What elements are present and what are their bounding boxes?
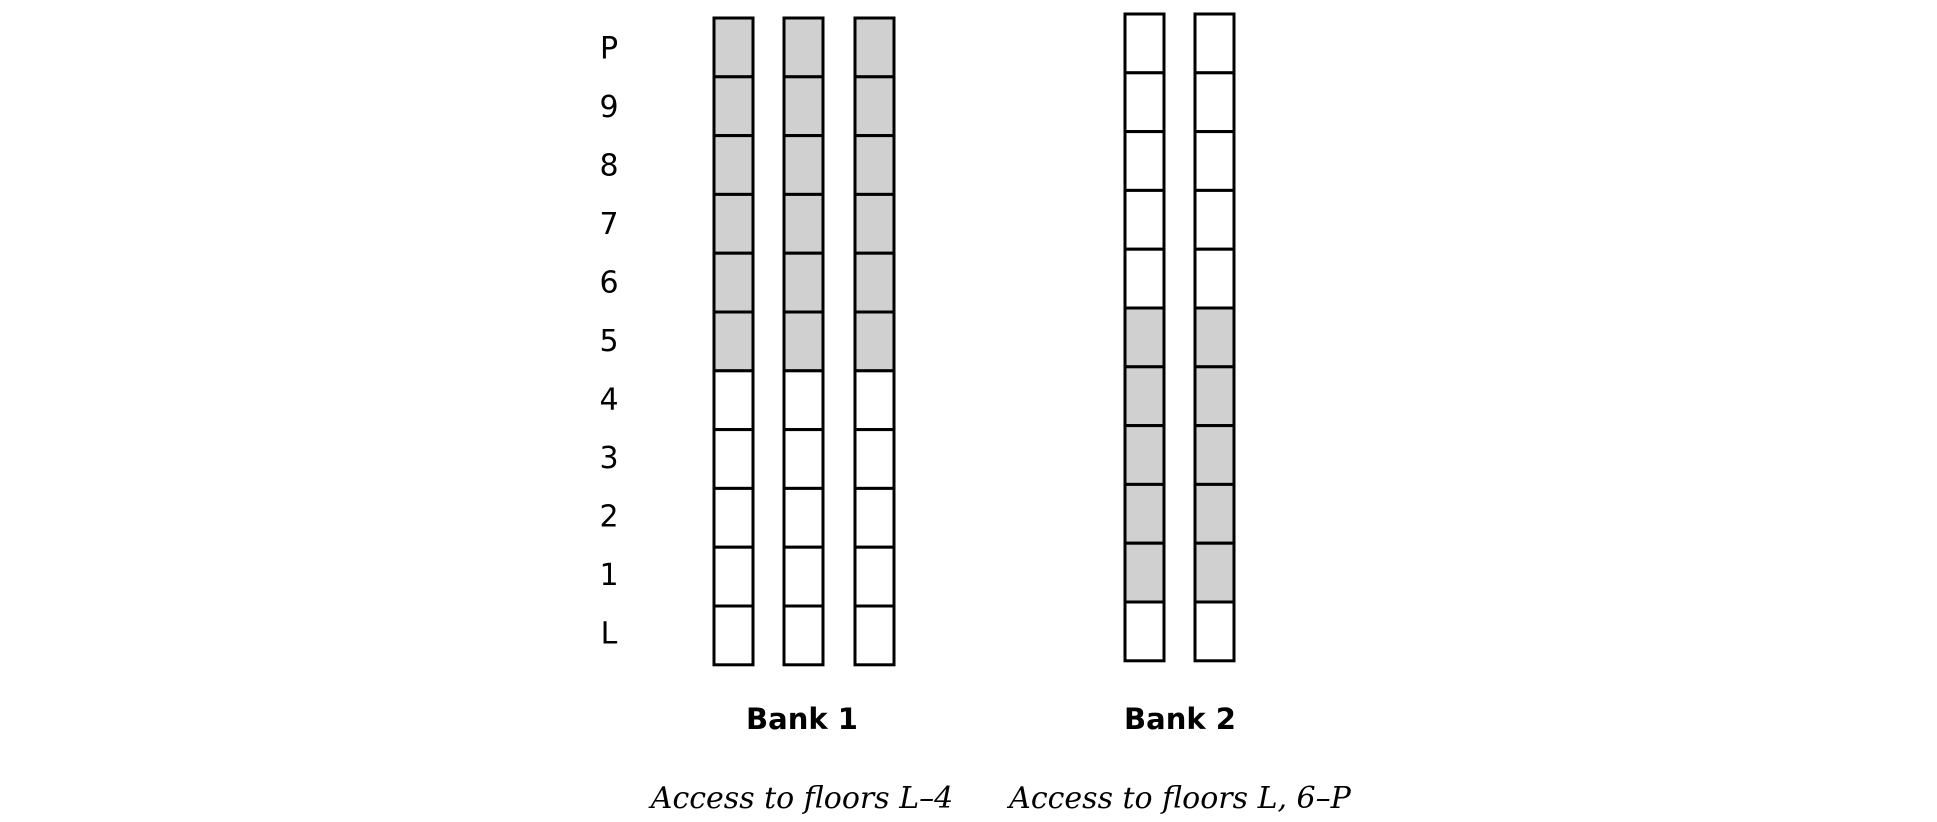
shaft-cell-floor-l	[1193, 600, 1236, 663]
shaft-cell-floor-8	[1123, 130, 1166, 192]
shaft-cell-floor-3	[853, 428, 896, 490]
shaft-cell-floor-p-shaded	[712, 16, 755, 79]
floor-label-p: P	[600, 32, 618, 67]
shaft-cell-floor-l	[853, 604, 896, 667]
floor-label-3: 3	[599, 441, 618, 476]
shaft-cell-floor-6	[1193, 247, 1236, 310]
shaft-cell-floor-p-shaded	[782, 16, 825, 79]
floor-label-8: 8	[599, 149, 618, 184]
shaft-cell-floor-7-shaded	[782, 192, 825, 255]
shaft-cell-floor-7-shaded	[712, 192, 755, 255]
shaft-cell-floor-8	[1193, 130, 1236, 192]
shaft-cell-floor-p	[1193, 12, 1236, 75]
shaft-cell-floor-9-shaded	[782, 75, 825, 138]
bank-1: Bank 1 Access to floors L–4	[648, 16, 953, 816]
shaft-cell-floor-4-shaded	[1123, 365, 1166, 428]
bank-1-elevator-shaft-1	[712, 16, 755, 667]
shaft-cell-floor-p	[1123, 12, 1166, 75]
shaft-cell-floor-2	[712, 486, 755, 549]
bank-2: Bank 2 Access to floors L, 6–P	[1006, 12, 1352, 816]
shaft-cell-floor-1-shaded	[1193, 541, 1236, 604]
floor-label-9: 9	[599, 90, 618, 125]
shaft-cell-floor-2-shaded	[1193, 482, 1236, 545]
floor-label-2: 2	[599, 500, 618, 535]
bank-1-elevator-shaft-3	[853, 16, 896, 667]
shaft-cell-floor-7-shaded	[853, 192, 896, 255]
shaft-cell-floor-4-shaded	[1193, 365, 1236, 428]
shaft-cell-floor-5-shaded	[782, 310, 825, 373]
shaft-cell-floor-9	[1123, 71, 1166, 134]
shaft-cell-floor-4	[712, 369, 755, 432]
shaft-cell-floor-3	[712, 428, 755, 490]
shaft-cell-floor-4	[853, 369, 896, 432]
shaft-cell-floor-5-shaded	[712, 310, 755, 373]
floor-label-5: 5	[599, 324, 618, 359]
floor-labels: P 9 8 7 6 5 4 3 2 1L	[599, 32, 618, 652]
shaft-cell-floor-1-shaded	[1123, 541, 1166, 604]
shaft-cell-floor-l	[712, 604, 755, 667]
shaft-cell-floor-9-shaded	[712, 75, 755, 138]
shaft-cell-floor-3-shaded	[1193, 424, 1236, 486]
floor-label-1: 1	[599, 558, 618, 593]
floor-label-6: 6	[599, 266, 618, 301]
shaft-cell-floor-8-shaded	[712, 134, 755, 196]
bank-2-elevator-shaft-2	[1193, 12, 1236, 663]
shaft-cell-floor-2	[853, 486, 896, 549]
floor-label-7: 7	[599, 207, 618, 242]
bank-2-caption: Access to floors L, 6–P	[1006, 781, 1351, 816]
shaft-cell-floor-4	[782, 369, 825, 432]
shaft-cell-floor-1	[782, 545, 825, 608]
shaft-cell-floor-8-shaded	[782, 134, 825, 196]
shaft-cell-floor-1	[853, 545, 896, 608]
shaft-cell-floor-7	[1193, 188, 1236, 251]
bank-2-title: Bank 2	[1124, 702, 1236, 736]
floor-label-l: L	[601, 617, 618, 652]
shaft-cell-floor-1	[712, 545, 755, 608]
shaft-cell-floor-5-shaded	[1193, 306, 1236, 369]
shaft-cell-floor-3	[782, 428, 825, 490]
shaft-cell-floor-6-shaded	[853, 251, 896, 314]
shaft-cell-floor-9-shaded	[853, 75, 896, 138]
bank-1-elevator-shaft-2	[782, 16, 825, 667]
bank-1-title: Bank 1	[746, 702, 858, 736]
shaft-cell-floor-9	[1193, 71, 1236, 134]
shaft-cell-floor-2	[782, 486, 825, 549]
bank-2-elevator-shaft-1	[1123, 12, 1166, 663]
shaft-cell-floor-6	[1123, 247, 1166, 310]
shaft-cell-floor-l	[782, 604, 825, 667]
shaft-cell-floor-3-shaded	[1123, 424, 1166, 486]
bank-1-caption: Access to floors L–4	[648, 781, 953, 816]
shaft-cell-floor-5-shaded	[853, 310, 896, 373]
shaft-cell-floor-5-shaded	[1123, 306, 1166, 369]
shaft-cell-floor-8-shaded	[853, 134, 896, 196]
shaft-cell-floor-7	[1123, 188, 1166, 251]
bank-2-shafts	[1123, 12, 1236, 663]
shaft-cell-floor-6-shaded	[712, 251, 755, 314]
shaft-cell-floor-2-shaded	[1123, 482, 1166, 545]
shaft-cell-floor-p-shaded	[853, 16, 896, 79]
shaft-cell-floor-l	[1123, 600, 1166, 663]
bank-1-shafts	[712, 16, 896, 667]
shaft-cell-floor-6-shaded	[782, 251, 825, 314]
floor-label-4: 4	[599, 383, 618, 418]
